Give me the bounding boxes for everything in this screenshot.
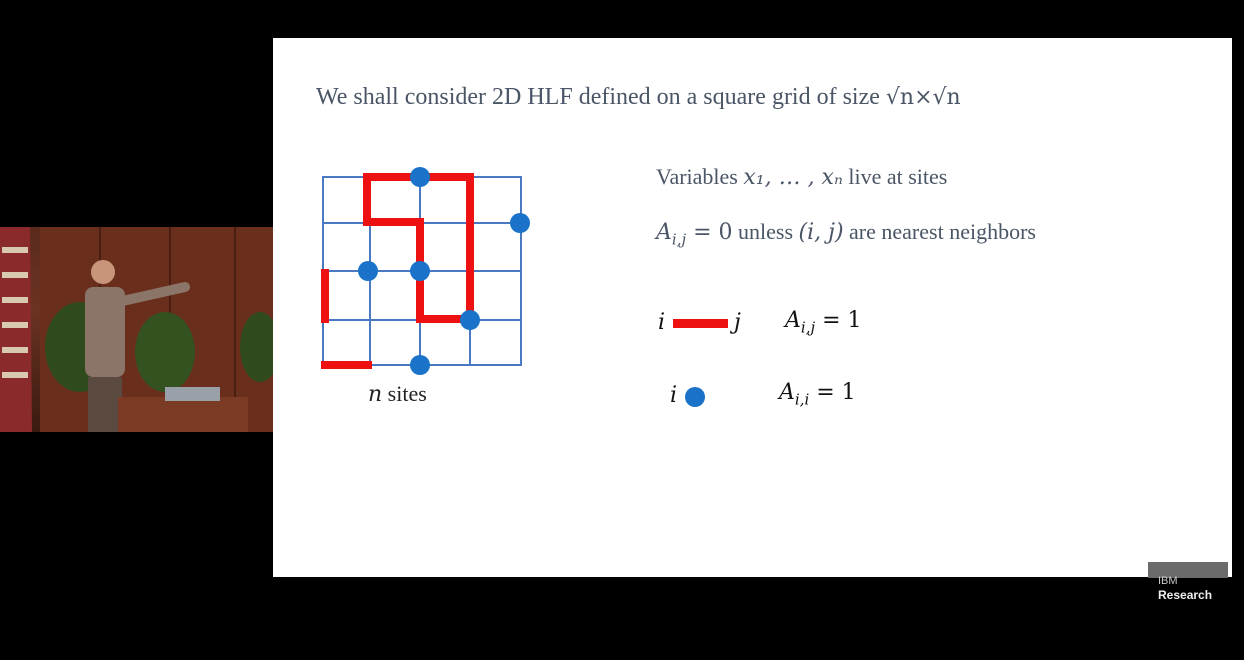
plant-right <box>135 312 195 392</box>
node-right <box>510 213 530 233</box>
bullet2-pair: (i, j) <box>798 220 844 245</box>
slide: We shall consider 2D HLF defined on a sq… <box>273 38 1232 577</box>
legend-node-dot <box>685 387 705 407</box>
node-bottom <box>410 355 430 375</box>
flag-shape <box>0 227 32 432</box>
node-lower-right <box>460 310 480 330</box>
node-mid-left <box>358 261 378 281</box>
legend-node-eq-A: A <box>779 380 795 405</box>
legend-edge-j: j <box>734 310 741 335</box>
bullet2-mid: unless <box>732 219 799 244</box>
ibm-logo-line2: Research <box>1158 588 1213 602</box>
grid-diagram <box>321 167 530 375</box>
legend-node-eq-sub: i,i <box>794 390 810 409</box>
legend-node-equation: Ai,i = 1 <box>779 380 856 408</box>
legend-edge-bar <box>673 319 728 328</box>
bullet2-eq: = 0 <box>686 220 733 245</box>
red-edge-polyline <box>363 173 474 323</box>
bullet-variables: Variables x₁, … , xₙ live at sites <box>656 164 947 190</box>
grid-caption-var: n <box>368 382 383 407</box>
presenter-video-scene <box>0 227 273 432</box>
presenter-video <box>0 227 273 432</box>
presenter-body <box>85 287 125 377</box>
grid-caption-text: sites <box>382 381 427 406</box>
site-nodes <box>358 167 530 375</box>
ibm-logo-line1: IBM <box>1158 575 1178 587</box>
presenter-head <box>91 260 115 284</box>
legend-node-circle <box>685 387 705 407</box>
slide-title-text: We shall consider 2D HLF defined on a sq… <box>316 84 886 110</box>
legend-edge-line <box>673 319 728 328</box>
presenter-legs <box>88 377 122 432</box>
node-top <box>410 167 430 187</box>
slide-title: We shall consider 2D HLF defined on a sq… <box>316 84 961 111</box>
legend-node-i-label: i <box>670 383 678 408</box>
plant-far-right <box>240 312 273 382</box>
flag-stripes <box>2 247 28 378</box>
laptop <box>165 387 220 401</box>
bullet-variables-pre: Variables <box>656 164 744 189</box>
bullet-nearest-neighbors: Ai,j = 0 unless (i, j) are nearest neigh… <box>656 219 1036 248</box>
legend-edge-eq-sub: i,j <box>800 318 816 337</box>
legend-edge-i-label: i <box>658 310 666 335</box>
legend-node-eq-rhs: = 1 <box>809 380 856 405</box>
node-mid-center <box>410 261 430 281</box>
legend-edge-eq-A: A <box>785 308 801 333</box>
bullet2-sub: i,j <box>671 230 687 249</box>
legend-node-i: i <box>670 383 677 408</box>
bullet-variables-math: x₁, … , xₙ <box>743 165 843 190</box>
presenter-arm <box>113 282 190 307</box>
legend-edge-equation: Ai,j = 1 <box>785 308 862 336</box>
ibm-research-logo: IBM Research <box>1148 562 1228 602</box>
bullet2-A: A <box>656 220 672 245</box>
legend-edge-j-label: j <box>734 310 741 335</box>
grid-caption: n sites <box>368 381 427 407</box>
bullet-variables-post: live at sites <box>842 164 948 189</box>
legend-edge-i: i <box>658 310 665 335</box>
legend-edge-eq-rhs: = 1 <box>815 308 862 333</box>
bullet2-post: are nearest neighbors <box>843 219 1036 244</box>
slide-title-math: √n×√n <box>885 85 961 110</box>
podium <box>118 397 248 432</box>
